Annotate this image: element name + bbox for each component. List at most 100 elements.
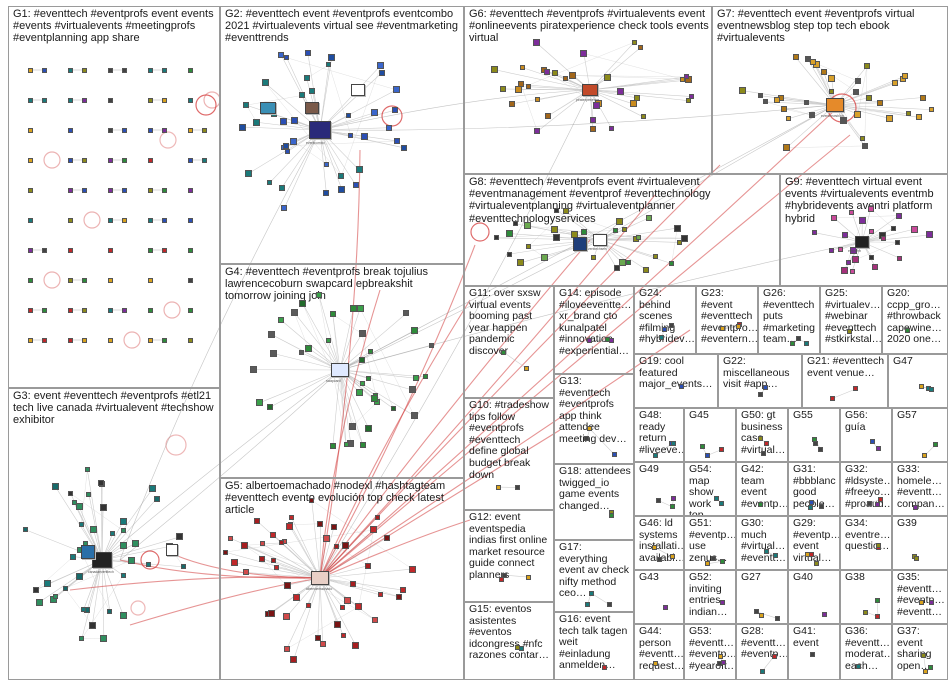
vertex bbox=[818, 447, 824, 453]
vertex bbox=[355, 603, 363, 611]
vertex bbox=[153, 495, 160, 502]
vertex bbox=[81, 337, 87, 343]
vertex bbox=[161, 247, 167, 253]
vertex bbox=[340, 632, 346, 638]
vertex bbox=[314, 635, 321, 642]
vertex bbox=[147, 157, 153, 163]
edge bbox=[319, 577, 403, 591]
group-g5: G5: albertoemachado #nodexl #hashtagteam… bbox=[220, 478, 464, 680]
vertex bbox=[33, 586, 40, 593]
group-g55: G55 bbox=[788, 408, 840, 462]
vertex bbox=[338, 172, 345, 179]
vertex bbox=[290, 656, 298, 664]
vertex bbox=[348, 422, 356, 430]
edge bbox=[319, 164, 721, 579]
vertex bbox=[71, 500, 77, 506]
edge bbox=[599, 104, 836, 241]
hub-vertex bbox=[573, 237, 587, 251]
group-label: G52: inviting entries indian… bbox=[689, 571, 728, 618]
vertex bbox=[902, 72, 909, 79]
vertex bbox=[757, 93, 763, 99]
vertex bbox=[554, 207, 560, 213]
vertex bbox=[552, 70, 559, 77]
vertex bbox=[259, 555, 266, 562]
vertex bbox=[855, 78, 862, 85]
edge bbox=[319, 194, 656, 579]
vertex bbox=[763, 548, 769, 554]
vertex bbox=[869, 229, 874, 235]
hub-label: piratexperience bbox=[576, 98, 600, 102]
hub-vertex bbox=[826, 97, 844, 113]
vertex bbox=[342, 541, 350, 549]
vertex bbox=[304, 50, 311, 57]
vertex bbox=[274, 564, 280, 570]
edge bbox=[319, 65, 382, 131]
edge bbox=[273, 353, 341, 371]
vertex bbox=[259, 541, 265, 547]
edge bbox=[784, 108, 812, 116]
vertex bbox=[677, 239, 683, 245]
group-g37: G37: event sharing open… bbox=[892, 624, 948, 680]
edge bbox=[547, 71, 597, 106]
vertex bbox=[377, 592, 383, 598]
vertex bbox=[107, 97, 113, 103]
group-label: G3: event #eventtech #eventprofs #etl21 … bbox=[13, 390, 214, 427]
group-label: G23: #event #eventtech #eventpro… #event… bbox=[701, 287, 758, 346]
group-label: G18: attendees twigged_io game events ch… bbox=[559, 465, 631, 512]
hub-label: eventmb bbox=[848, 249, 862, 253]
vertex bbox=[149, 484, 157, 492]
vertex bbox=[286, 522, 294, 530]
edge bbox=[319, 244, 476, 579]
vertex bbox=[121, 307, 127, 313]
vertex bbox=[325, 338, 331, 344]
vertex bbox=[355, 166, 363, 174]
edge bbox=[293, 312, 309, 349]
vertex bbox=[863, 609, 869, 615]
group-label: G10: #tradeshow tips follow #eventprofs … bbox=[469, 399, 549, 481]
vertex bbox=[41, 337, 47, 343]
vertex bbox=[830, 395, 836, 401]
vertex bbox=[81, 307, 87, 313]
edge bbox=[100, 483, 103, 561]
vertex bbox=[699, 444, 705, 450]
edge bbox=[339, 313, 407, 371]
group-label: G16: event tech talk tagen weit #einladu… bbox=[559, 613, 628, 672]
edge bbox=[129, 577, 321, 626]
edge bbox=[91, 559, 103, 626]
group-g50: G50: gt business case #virtual… bbox=[736, 408, 788, 462]
vertex bbox=[370, 526, 378, 534]
vertex bbox=[852, 256, 860, 264]
vertex bbox=[303, 75, 310, 82]
vertex bbox=[343, 596, 351, 604]
hub-vertex bbox=[260, 102, 276, 114]
vertex bbox=[41, 247, 47, 253]
edge bbox=[281, 129, 321, 189]
vertex bbox=[27, 187, 33, 193]
vertex bbox=[919, 599, 925, 605]
group-g4: G4: #eventtech #eventprofs break tojuliu… bbox=[220, 264, 464, 478]
edge bbox=[765, 101, 812, 116]
vertex bbox=[283, 612, 291, 620]
group-g53: G53: #eventt… #eventp… #yearoft… bbox=[684, 624, 736, 680]
group-label: G27 bbox=[741, 571, 761, 583]
vertex bbox=[41, 307, 47, 313]
vertex bbox=[933, 442, 939, 448]
group-label: G24: behind scenes #filming #hybridev… bbox=[639, 287, 696, 346]
edge bbox=[319, 129, 356, 186]
vertex bbox=[831, 214, 838, 221]
vertex bbox=[27, 97, 33, 103]
edge bbox=[81, 575, 124, 639]
vertex bbox=[119, 518, 127, 526]
group-label: G15: eventos asistentes #eventos idcongr… bbox=[469, 603, 549, 662]
edge bbox=[864, 66, 868, 146]
edge bbox=[834, 104, 919, 118]
vertex bbox=[240, 541, 248, 549]
vertex bbox=[147, 307, 153, 313]
vertex bbox=[309, 87, 316, 94]
edge bbox=[83, 533, 113, 610]
vertex bbox=[867, 205, 874, 212]
edge bbox=[319, 577, 399, 597]
vertex bbox=[79, 635, 85, 641]
vertex bbox=[67, 187, 73, 193]
vertex bbox=[161, 67, 167, 73]
